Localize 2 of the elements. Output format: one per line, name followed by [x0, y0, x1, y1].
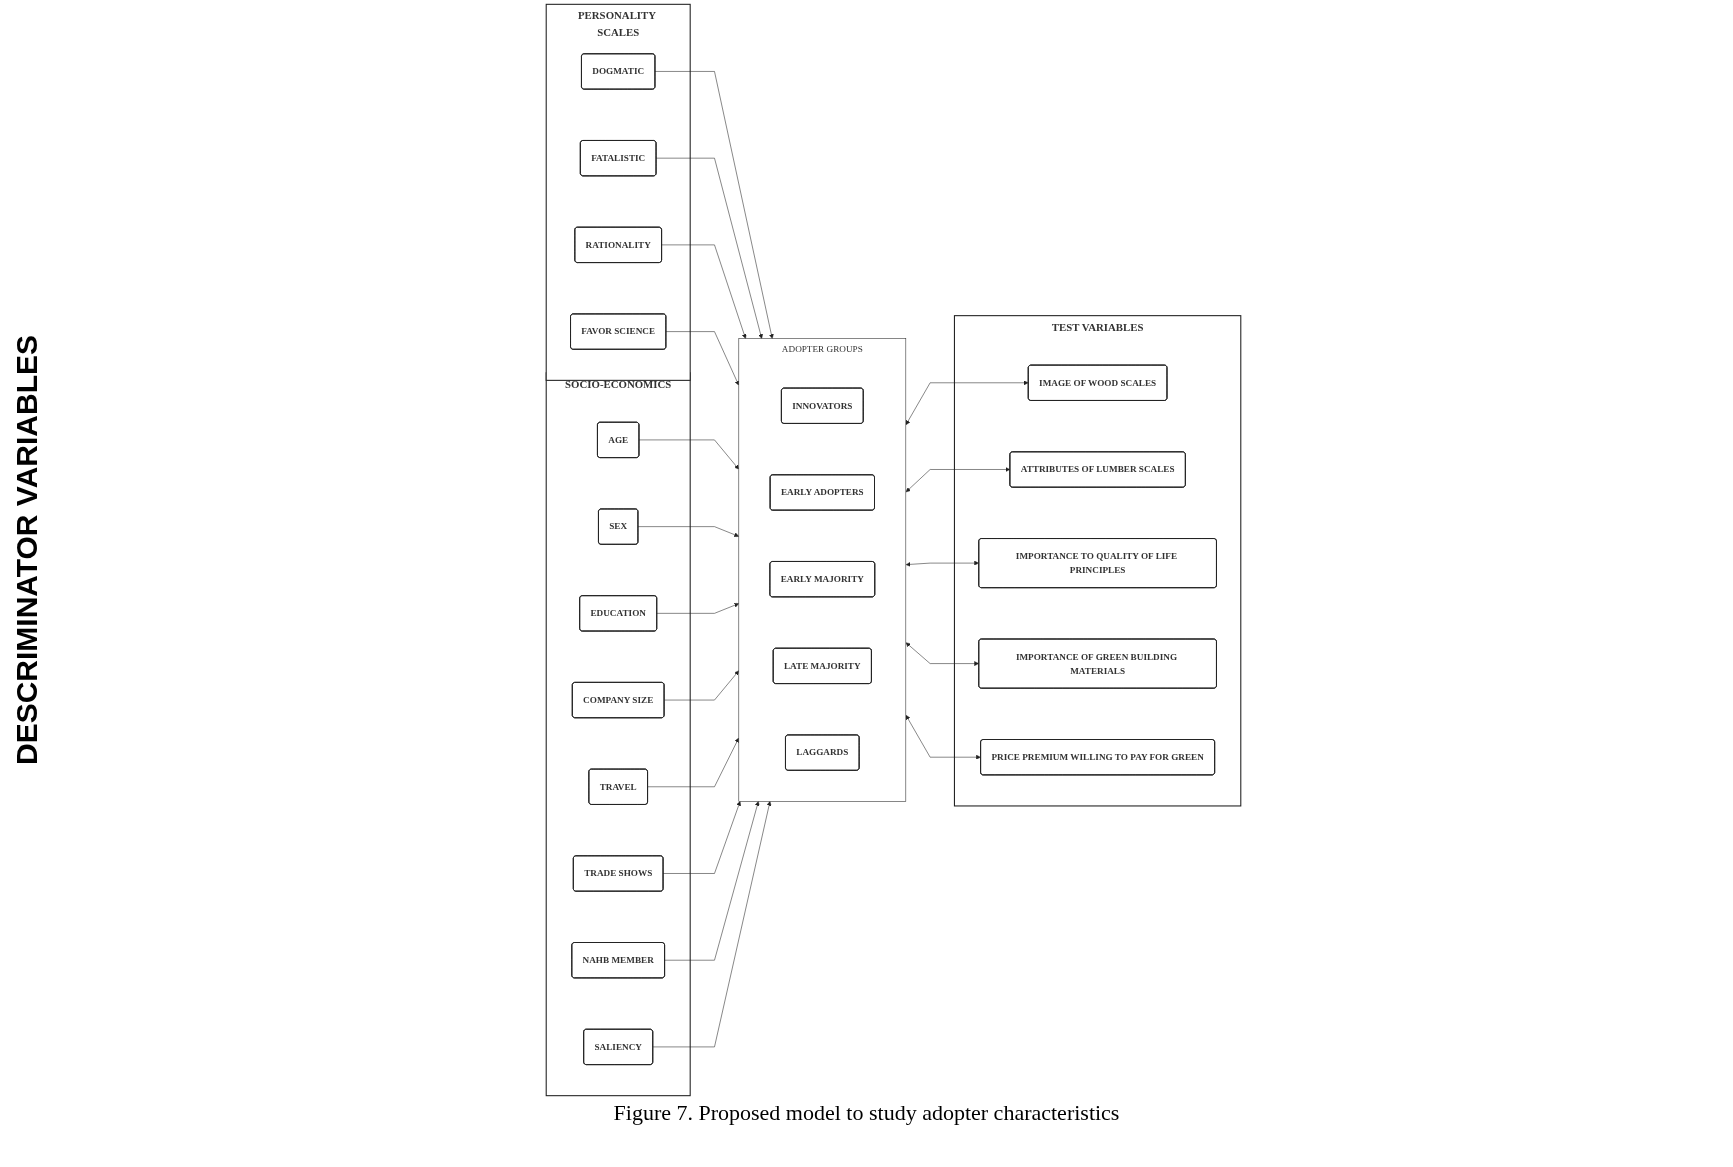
figure-caption: Figure 7. Proposed model to study adopter characteristics — [612, 1100, 1121, 1126]
side-label: DESCRIMINATOR VARIABLES — [10, 335, 44, 765]
